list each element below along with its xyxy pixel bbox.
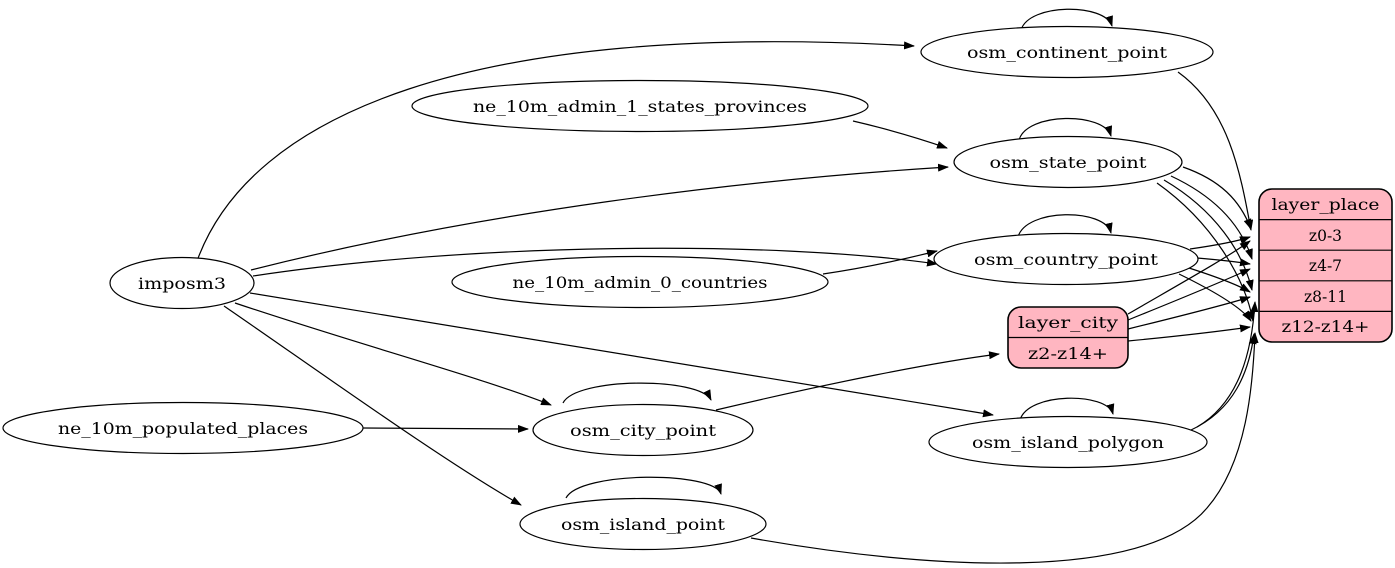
node-osm_city_point: osm_city_point (532, 403, 754, 457)
edge-imposm3-to-osm_city_point (234, 302, 552, 406)
layer_city-row-z2-z14: z2-z14+ (1028, 345, 1108, 363)
ne_10m_admin_0_countries-label: ne_10m_admin_0_countries (513, 274, 768, 292)
edge-osm_country_point-to-layer_place-z4-7 (1196, 257, 1251, 267)
imposm3-shape (109, 256, 255, 310)
osm_country_point-shape (933, 232, 1199, 286)
ne_10m_populated_places-shape (2, 401, 364, 455)
layer_place-shape (1258, 188, 1393, 343)
osm_city_point-label: osm_city_point (570, 422, 717, 440)
imposm3-label: imposm3 (138, 275, 226, 293)
osm_city_point-shape (532, 403, 754, 457)
osm_state_point-shape (953, 135, 1183, 189)
edge-osm_city_point-to-layer_city-z2-z14 (715, 351, 1000, 411)
edge-layer_city-to-layer_place-z12-z14 (1127, 324, 1251, 342)
edge-ne_10m_admin_1_states_provinces-to-osm_state_point (852, 120, 948, 149)
layer_place-header: layer_place (1272, 196, 1380, 214)
edge-ne_10m_admin_0_countries-to-osm_country_point (822, 249, 938, 275)
edge-osm_continent_point-to-layer_place-z0-3 (1177, 71, 1254, 231)
node-imposm3: imposm3 (109, 256, 255, 310)
edge-self-osm_continent_point (1020, 8, 1113, 31)
edge-osm_island_point-to-layer_place-z12-z14 (750, 332, 1259, 564)
node-ne_10m_admin_0_countries: ne_10m_admin_0_countries (451, 255, 829, 309)
edge-imposm3-to-osm_country_point (252, 247, 938, 277)
osm_continent_point-label: osm_continent_point (967, 44, 1168, 62)
node-osm_state_point: osm_state_point (953, 135, 1183, 189)
osm_island_polygon-shape (928, 415, 1208, 469)
edge-ne_10m_populated_places-to-osm_city_point (362, 424, 529, 433)
edge-osm_island_polygon-to-layer_place-z8-11 (1196, 301, 1259, 428)
osm_continent_point-shape (920, 25, 1214, 79)
osm_country_point-label: osm_country_point (974, 251, 1159, 269)
edge-imposm3-to-osm_state_point (250, 163, 949, 271)
node-ne_10m_admin_1_states_provinces: ne_10m_admin_1_states_provinces (411, 79, 869, 133)
edge-imposm3-to-osm_island_polygon (249, 292, 994, 418)
edge-osm_country_point-to-layer_place-z12-z14 (1178, 273, 1252, 322)
node-osm_island_polygon: osm_island_polygon (928, 415, 1208, 469)
node-osm_country_point: osm_country_point (933, 232, 1199, 286)
osm_island_polygon-label: osm_island_polygon (972, 434, 1164, 452)
osm_state_point-label: osm_state_point (990, 154, 1148, 172)
layer_place-row-z4-7: z4-7 (1309, 257, 1342, 275)
node-layer_place: layer_place z0-3 z4-7 z8-11 z12-z14+ (1258, 188, 1393, 343)
edge-osm_country_point-to-layer_place-z0-3 (1189, 236, 1251, 250)
edge-self-osm_island_point (565, 476, 722, 499)
ne_10m_populated_places-label: ne_10m_populated_places (58, 420, 308, 438)
layer_city-header: layer_city (1018, 314, 1118, 332)
node-ne_10m_populated_places: ne_10m_populated_places (2, 401, 364, 455)
edge-self-osm_country_point (1017, 214, 1113, 238)
edge-self-osm_city_point (562, 382, 712, 404)
edge-layer_city-to-layer_place-z0-3 (1127, 240, 1251, 315)
node-osm_island_point: osm_island_point (519, 497, 767, 551)
edge-layer_city-to-layer_place-z4-7 (1127, 268, 1251, 321)
layer_place-row-z12-z14: z12-z14+ (1282, 318, 1370, 336)
ne_10m_admin_1_states_provinces-shape (411, 79, 869, 133)
ne_10m_admin_0_countries-shape (451, 255, 829, 309)
edge-osm_state_point-to-layer_place-z12-z14 (1156, 182, 1256, 322)
osm_island_point-shape (519, 497, 767, 551)
edge-imposm3-to-osm_continent_point (196, 41, 915, 262)
edge-osm_island_polygon-to-layer_place-z12-z14 (1190, 333, 1257, 431)
edge-layer_city-to-layer_place-z8-11 (1127, 296, 1251, 330)
edge-imposm3-to-osm_island_point (223, 305, 522, 506)
edge-self-osm_island_polygon (1019, 397, 1115, 421)
edge-osm_country_point-to-layer_place-z8-11 (1188, 267, 1251, 293)
layer_place-row-z8-11: z8-11 (1304, 288, 1347, 306)
node-osm_continent_point: osm_continent_point (920, 25, 1214, 79)
osm_island_point-label: osm_island_point (561, 516, 726, 534)
node-layer_city: layer_city z2-z14+ (1007, 306, 1129, 369)
ne_10m_admin_1_states_provinces-label: ne_10m_admin_1_states_provinces (473, 98, 807, 116)
layer_place-row-z0-3: z0-3 (1309, 227, 1342, 245)
edge-self-osm_state_point (1018, 117, 1113, 141)
edge-osm_state_point-to-layer_place-z0-3 (1182, 166, 1252, 230)
